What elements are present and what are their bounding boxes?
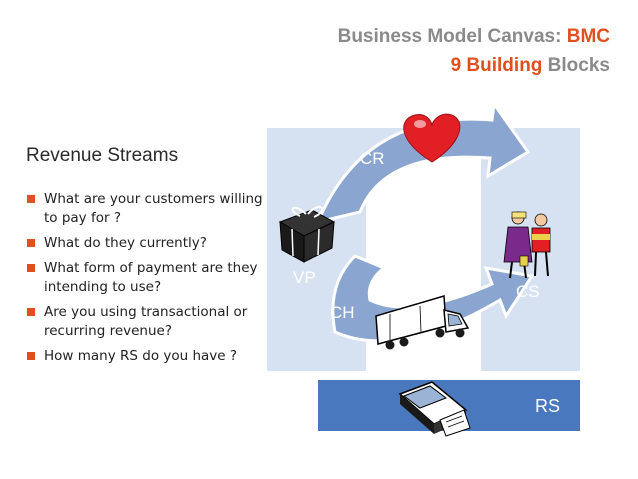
- vp-label: VP: [293, 268, 316, 287]
- bullet-text: What do they currently?: [44, 235, 207, 251]
- bullet-square-icon: [27, 239, 35, 247]
- bullet-square-icon: [27, 352, 35, 360]
- truck-icon: [375, 295, 470, 350]
- bullet-text: What form of payment are they intending …: [44, 260, 258, 295]
- title-prefix: Business Model Canvas:: [337, 26, 567, 47]
- ch-label: CH: [330, 303, 355, 322]
- bullet-square-icon: [27, 308, 35, 316]
- list-item: What form of payment are they intending …: [26, 259, 264, 297]
- bullet-text: Are you using transactional or recurring…: [44, 304, 248, 339]
- revenue-streams-heading: Revenue Streams: [26, 145, 179, 166]
- title-line-2: 9 Building Blocks: [338, 51, 610, 80]
- rs-label: RS: [535, 396, 560, 416]
- subtitle-accent: 9 Building: [450, 55, 543, 76]
- shoppers-icon: [503, 211, 551, 279]
- title-line-1: Business Model Canvas: BMC: [338, 22, 610, 51]
- bullet-text: What are your customers willing to pay f…: [44, 191, 263, 226]
- question-list: What are your customers willing to pay f…: [26, 190, 264, 372]
- gift-box-icon: [278, 205, 336, 263]
- cash-register-icon: [398, 381, 471, 437]
- heart-icon: [403, 113, 461, 163]
- list-item: What do they currently?: [26, 234, 264, 253]
- list-item: How many RS do you have ?: [26, 347, 264, 366]
- cs-label: CS: [516, 282, 540, 301]
- list-item: Are you using transactional or recurring…: [26, 303, 264, 341]
- slide-title: Business Model Canvas: BMC 9 Building Bl…: [338, 22, 610, 80]
- cr-label: CR: [360, 149, 385, 168]
- bullet-text: How many RS do you have ?: [44, 348, 238, 364]
- bullet-square-icon: [27, 264, 35, 272]
- bullet-square-icon: [27, 195, 35, 203]
- list-item: What are your customers willing to pay f…: [26, 190, 264, 228]
- subtitle-suffix: Blocks: [542, 55, 610, 76]
- title-accent: BMC: [566, 26, 610, 47]
- cr-arrow: [315, 99, 531, 225]
